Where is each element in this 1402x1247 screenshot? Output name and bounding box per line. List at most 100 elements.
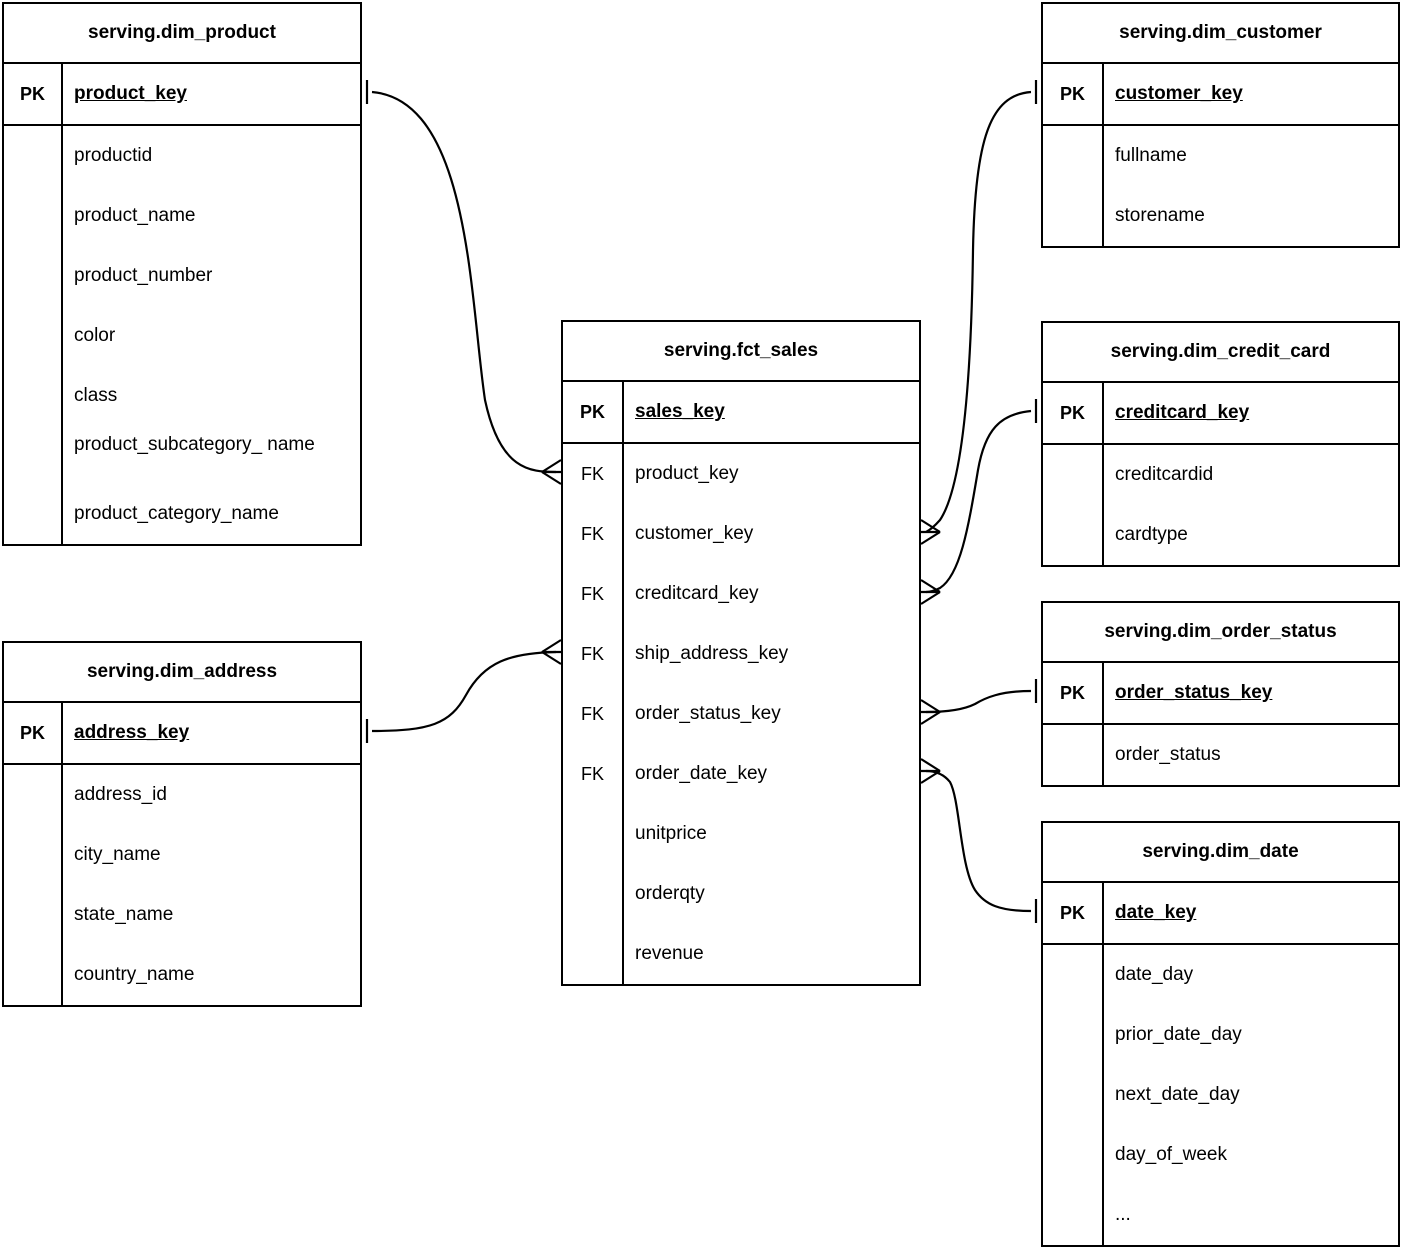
primary-key-row[interactable]: PK order_status_key (1043, 663, 1398, 725)
entity-dim-address[interactable]: serving.dim_address PK address_key addre… (2, 641, 362, 1007)
attribute-key-column (1043, 126, 1104, 246)
pk-badge: PK (4, 703, 63, 763)
entity-title: serving.dim_credit_card (1043, 323, 1398, 383)
entity-title: serving.dim_customer (1043, 4, 1398, 64)
foreign-key-row[interactable]: FK creditcard_key (563, 564, 919, 624)
attribute-key-column (1043, 945, 1104, 1245)
relationship-date-sales (920, 758, 1038, 923)
pk-badge: PK (1043, 383, 1104, 443)
fk-badge: FK (563, 504, 624, 564)
attribute-row: next_date_day (1115, 1084, 1240, 1105)
attribute-name-column: fullname storename (1104, 126, 1398, 246)
attribute-name-column: address_id city_name state_name country_… (63, 765, 360, 1005)
entity-fct-sales[interactable]: serving.fct_sales PK sales_key FK produc… (561, 320, 921, 986)
attribute-row: revenue (563, 924, 919, 984)
attribute-row: product_number (74, 265, 213, 286)
entity-dim-date[interactable]: serving.dim_date PK date_key date_day pr… (1041, 821, 1400, 1247)
pk-field-name: product_key (74, 83, 187, 104)
fk-badge: FK (563, 444, 624, 504)
attribute-block: fullname storename (1043, 126, 1398, 246)
fk-field-name: creditcard_key (635, 583, 759, 604)
fk-badge: FK (563, 744, 624, 804)
foreign-key-row[interactable]: FK ship_address_key (563, 624, 919, 684)
attribute-name-column: order_status (1104, 725, 1398, 785)
attribute-key-column (1043, 445, 1104, 565)
entity-dim-order-status[interactable]: serving.dim_order_status PK order_status… (1041, 601, 1400, 787)
entity-title: serving.dim_date (1043, 823, 1398, 883)
fk-field-name: customer_key (635, 523, 754, 544)
entity-dim-product[interactable]: serving.dim_product PK product_key produ… (2, 2, 362, 546)
foreign-key-row[interactable]: FK customer_key (563, 504, 919, 564)
attribute-key-column (4, 765, 63, 1005)
attribute-key-column (4, 126, 63, 544)
attribute-row: unitprice (563, 804, 919, 864)
relationship-creditcard-sales (920, 399, 1038, 605)
primary-key-row[interactable]: PK creditcard_key (1043, 383, 1398, 445)
attribute-row: address_id (74, 784, 167, 805)
attribute-name: unitprice (635, 823, 707, 844)
fk-field-name: order_status_key (635, 703, 781, 724)
attribute-row: class (74, 385, 118, 406)
attribute-block: productid product_name product_number co… (4, 126, 360, 544)
attribute-row: state_name (74, 904, 174, 925)
attribute-row: product_name (74, 205, 196, 226)
attribute-row: city_name (74, 844, 161, 865)
attribute-block: creditcardid cardtype (1043, 445, 1398, 565)
attribute-name-column: creditcardid cardtype (1104, 445, 1398, 565)
pk-field-name: address_key (74, 722, 190, 743)
attribute-row: prior_date_day (1115, 1024, 1242, 1045)
pk-field-name: date_key (1115, 902, 1197, 923)
fk-badge: FK (563, 564, 624, 624)
pk-badge: PK (1043, 64, 1104, 124)
pk-badge: PK (563, 382, 624, 442)
primary-key-row[interactable]: PK sales_key (563, 382, 919, 444)
fk-field-name: product_key (635, 463, 739, 484)
relationship-address-sales (365, 639, 562, 743)
pk-badge: PK (1043, 663, 1104, 723)
relationship-orderstatus-sales (920, 679, 1038, 725)
attribute-row: productid (74, 145, 153, 166)
fk-field-name: ship_address_key (635, 643, 789, 664)
attribute-name: revenue (635, 943, 704, 964)
attribute-row: cardtype (1115, 524, 1188, 545)
pk-field-name: creditcard_key (1115, 402, 1250, 423)
entity-title: serving.dim_address (4, 643, 360, 703)
attribute-row: country_name (74, 964, 195, 985)
pk-badge: PK (4, 64, 63, 124)
attribute-row: orderqty (563, 864, 919, 924)
key-badge-empty (563, 864, 624, 924)
primary-key-row[interactable]: PK address_key (4, 703, 360, 765)
attribute-block: date_day prior_date_day next_date_day da… (1043, 945, 1398, 1245)
entity-dim-credit-card[interactable]: serving.dim_credit_card PK creditcard_ke… (1041, 321, 1400, 567)
attribute-row: color (74, 325, 116, 346)
fk-badge: FK (563, 624, 624, 684)
key-badge-empty (563, 924, 624, 984)
entity-title: serving.dim_order_status (1043, 603, 1398, 663)
attribute-block: order_status (1043, 725, 1398, 785)
attribute-name: orderqty (635, 883, 705, 904)
fk-field-name: order_date_key (635, 763, 768, 784)
fk-badge: FK (563, 684, 624, 744)
field-list: FK product_key FK customer_key FK credit… (563, 444, 919, 984)
attribute-row: creditcardid (1115, 464, 1214, 485)
foreign-key-row[interactable]: FK order_date_key (563, 744, 919, 804)
attribute-name-column: productid product_name product_number co… (63, 126, 360, 544)
attribute-row: product_category_name (74, 503, 279, 524)
foreign-key-row[interactable]: FK product_key (563, 444, 919, 504)
primary-key-row[interactable]: PK product_key (4, 64, 360, 126)
foreign-key-row[interactable]: FK order_status_key (563, 684, 919, 744)
pk-field-name: order_status_key (1115, 682, 1273, 703)
entity-title: serving.fct_sales (563, 322, 919, 382)
relationship-customer-sales (920, 80, 1038, 545)
attribute-name-column: date_day prior_date_day next_date_day da… (1104, 945, 1398, 1245)
attribute-row: date_day (1115, 964, 1194, 985)
attribute-row: ... (1115, 1204, 1131, 1225)
primary-key-row[interactable]: PK date_key (1043, 883, 1398, 945)
attribute-row: day_of_week (1115, 1144, 1227, 1165)
entity-dim-customer[interactable]: serving.dim_customer PK customer_key ful… (1041, 2, 1400, 248)
primary-key-row[interactable]: PK customer_key (1043, 64, 1398, 126)
pk-field-name: sales_key (635, 401, 725, 422)
attribute-block: address_id city_name state_name country_… (4, 765, 360, 1005)
pk-badge: PK (1043, 883, 1104, 943)
